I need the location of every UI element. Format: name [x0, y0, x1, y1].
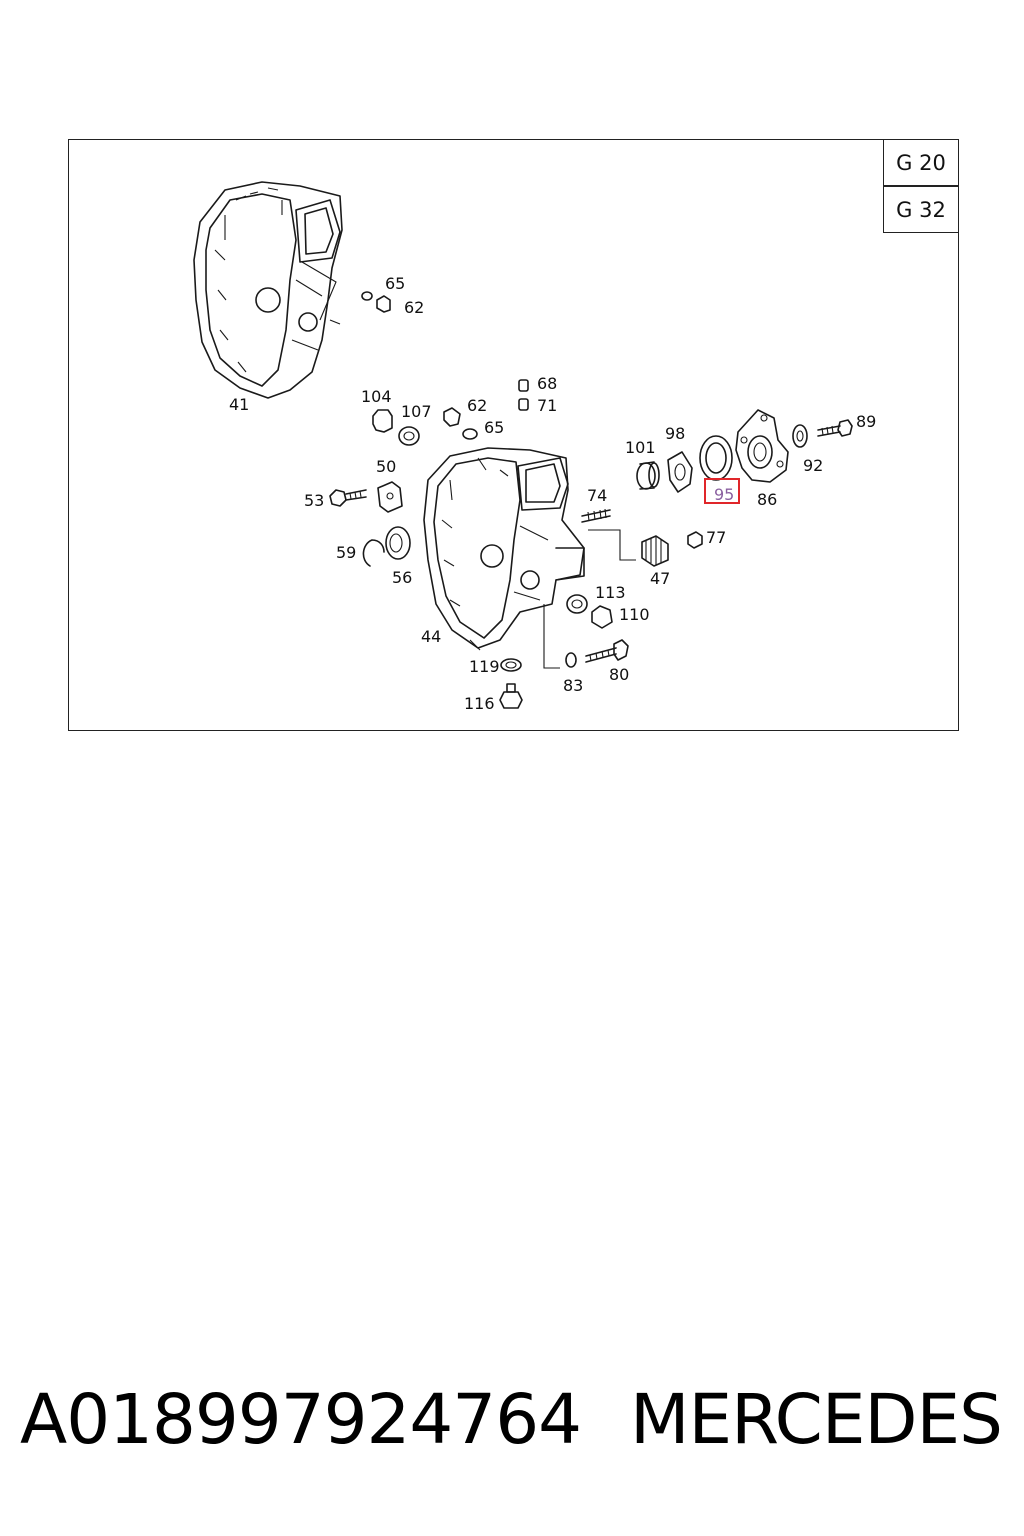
- housing-41-drawing: [193, 181, 343, 399]
- parts-104-107: [372, 407, 478, 446]
- parts-59-56: [362, 526, 411, 567]
- parts-83-80: [565, 639, 629, 668]
- part-95-seal: [699, 435, 733, 481]
- callout-86: 86: [757, 490, 778, 509]
- callout-65: 65: [385, 274, 406, 293]
- part-89-bolt: [817, 419, 853, 437]
- callout-44: 44: [421, 627, 442, 646]
- highlight-box: [704, 478, 740, 504]
- callout-98: 98: [665, 424, 686, 443]
- part-74-stud: [581, 508, 636, 561]
- callout-77: 77: [706, 528, 727, 547]
- callout-95: 95: [714, 485, 735, 504]
- callout-107: 107: [401, 402, 432, 421]
- callout-119: 119: [469, 657, 500, 676]
- callout-71: 71: [537, 396, 558, 415]
- callout-56: 56: [392, 568, 413, 587]
- group-code-label: G 20: [896, 150, 946, 175]
- part-50-plate: [377, 481, 403, 513]
- group-code-box: G 20: [883, 139, 959, 186]
- callout-59: 59: [336, 543, 357, 562]
- exploded-parts-drawing: [193, 181, 853, 709]
- caption: A018997924764 MERCEDES: [0, 1370, 1024, 1470]
- parts-65-62-top: [361, 291, 391, 313]
- callout-101: 101: [625, 438, 656, 457]
- parts-113-110: [566, 594, 613, 629]
- callout-41: 41: [229, 395, 250, 414]
- part-98: [667, 451, 693, 493]
- part-77: [687, 531, 703, 549]
- part-86-flange: [735, 409, 789, 483]
- parts-119-116: [499, 658, 523, 709]
- parts-68-71: [518, 379, 529, 411]
- callout-47: 47: [650, 569, 671, 588]
- callout-113: 113: [595, 583, 626, 602]
- callout-74: 74: [587, 486, 608, 505]
- callout-68: 68: [537, 374, 558, 393]
- callout-65: 65: [484, 418, 505, 437]
- group-code-box: G 32: [883, 186, 959, 233]
- group-code-label: G 32: [896, 197, 946, 222]
- callout-62: 62: [404, 298, 425, 317]
- part-number: A018997924764: [20, 1380, 582, 1460]
- part-101: [636, 461, 660, 490]
- diagram-frame: [68, 139, 959, 731]
- callout-116: 116: [464, 694, 495, 713]
- callout-104: 104: [361, 387, 392, 406]
- part-53-bolt: [329, 489, 367, 507]
- callout-89: 89: [856, 412, 877, 431]
- callout-50: 50: [376, 457, 397, 476]
- part-92-washer: [792, 424, 808, 448]
- callout-80: 80: [609, 665, 630, 684]
- brand-name: MERCEDES: [630, 1380, 1003, 1460]
- callout-62: 62: [467, 396, 488, 415]
- callout-92: 92: [803, 456, 824, 475]
- housing-44-drawing: [423, 447, 585, 669]
- callout-110: 110: [619, 605, 650, 624]
- callout-53: 53: [304, 491, 325, 510]
- part-47: [641, 535, 669, 567]
- callout-83: 83: [563, 676, 584, 695]
